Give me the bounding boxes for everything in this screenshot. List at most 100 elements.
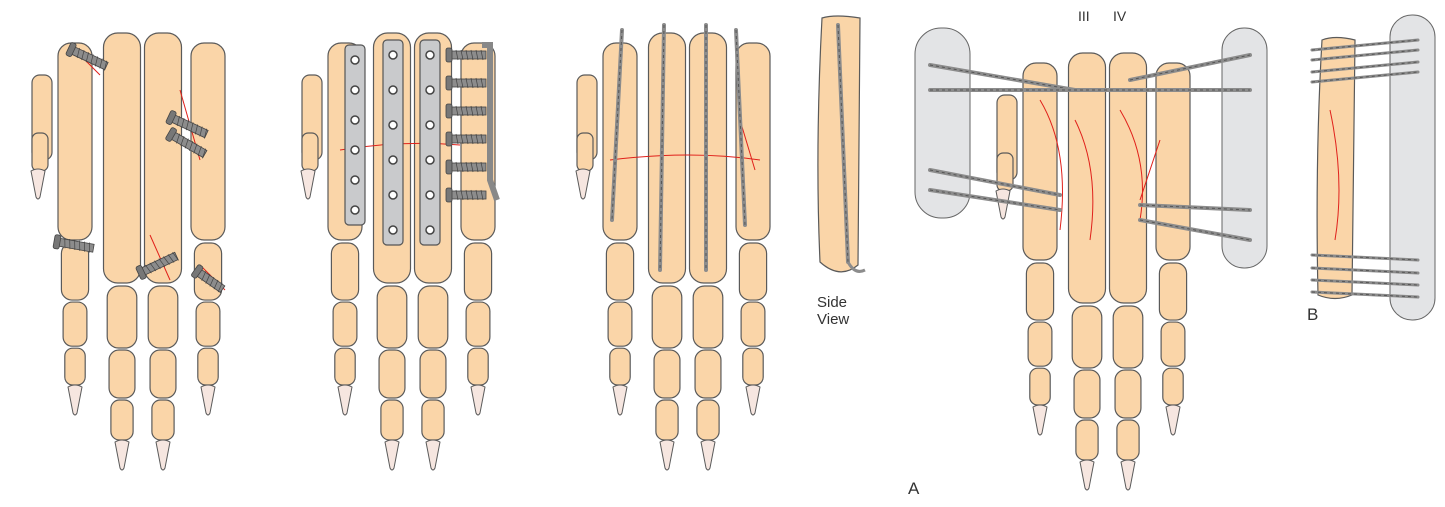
- panel-side-view: [817, 15, 866, 273]
- screw-thread: [465, 189, 469, 201]
- phalanx-bone: [147, 285, 179, 349]
- screw-thread: [460, 189, 464, 201]
- phalanx-bone: [151, 399, 175, 441]
- panel-lag-screws: [30, 32, 226, 471]
- phalanx-bone: [605, 242, 635, 301]
- screw-thread: [74, 239, 76, 251]
- panel-external-fixator-a: [914, 27, 1268, 491]
- plate-screw-hole: [425, 50, 435, 60]
- fracture-line: [1039, 99, 1161, 241]
- phalanx-bone: [149, 349, 177, 399]
- pin-dash: [929, 169, 1061, 196]
- screw-thread: [189, 141, 194, 151]
- phalanx-bone: [378, 349, 406, 399]
- screw-thread: [470, 161, 474, 173]
- screw-thread: [475, 49, 479, 61]
- dewclaw-claw: [995, 188, 1011, 220]
- metacarpal-bone: [143, 32, 183, 284]
- pin: [1310, 253, 1420, 262]
- screw-thread: [480, 77, 484, 89]
- metacarpal-bone: [102, 32, 142, 284]
- dewclaw-claw: [300, 168, 316, 200]
- phalanx-bone: [653, 349, 681, 399]
- screw-head: [445, 103, 453, 119]
- screw-thread: [475, 161, 479, 173]
- pin: [836, 23, 850, 264]
- phalanx-bone: [740, 301, 766, 347]
- plate-screw-hole: [350, 175, 360, 185]
- phalanx-bone: [1073, 369, 1101, 419]
- bone-plate: [382, 39, 404, 246]
- plate-screw-hole: [388, 120, 398, 130]
- screw-head: [165, 110, 177, 125]
- screw-thread: [64, 238, 66, 249]
- claw: [1165, 404, 1181, 436]
- screw-thread: [470, 49, 474, 61]
- pin-dash: [1129, 54, 1251, 81]
- phalanx-bone: [195, 301, 221, 347]
- bone-screw: [445, 159, 487, 175]
- fixator-bar-right: [1221, 27, 1268, 269]
- screw-thread: [81, 50, 85, 61]
- plate-screw-hole: [425, 85, 435, 95]
- screw-thread: [193, 143, 198, 154]
- screw-thread: [455, 49, 459, 61]
- pin-dash: [1139, 219, 1251, 241]
- screw-thread: [480, 133, 484, 145]
- panel-external-fixator-b: [1310, 14, 1436, 321]
- screw-shaft: [449, 190, 487, 200]
- phalanx-bone: [467, 347, 489, 386]
- screw-thread: [465, 133, 469, 145]
- phalanx-bone: [376, 285, 408, 349]
- screw-thread: [475, 77, 479, 89]
- screw-thread: [167, 254, 175, 263]
- screw-head: [135, 265, 147, 280]
- plate-screw-hole: [350, 85, 360, 95]
- metacarpal-bone: [647, 32, 687, 284]
- bone-screw: [65, 42, 109, 71]
- claw: [1032, 404, 1048, 436]
- claw: [200, 384, 216, 416]
- screw-thread: [480, 105, 484, 117]
- fixator-bar-left: [914, 27, 971, 219]
- screw-head: [445, 75, 453, 91]
- bone-screw: [445, 131, 487, 147]
- phalanx-bone: [106, 285, 138, 349]
- phalanx-bone: [1027, 321, 1053, 367]
- metacarpal-bone: [1022, 62, 1058, 261]
- screw-thread: [209, 276, 215, 287]
- screw-thread: [213, 279, 219, 290]
- phalanx-bone: [1071, 305, 1103, 369]
- screw-shaft: [449, 78, 487, 88]
- pin-bend: [846, 261, 866, 273]
- screw-thread: [85, 52, 89, 63]
- phalanx-bone: [465, 301, 491, 347]
- metacarpal-bone: [190, 42, 226, 241]
- phalanx-bone: [332, 301, 358, 347]
- phalanx-bone: [1112, 305, 1144, 369]
- claw: [155, 439, 171, 471]
- digit-iii-label: III: [1078, 8, 1090, 24]
- screw-thread: [176, 115, 180, 126]
- screw-thread: [190, 122, 194, 133]
- screw-thread: [455, 77, 459, 89]
- pin: [1310, 70, 1420, 84]
- screw-thread: [99, 58, 103, 69]
- screw-thread: [149, 262, 157, 272]
- screw-thread: [84, 241, 86, 252]
- screw-head: [445, 47, 453, 63]
- pin-dash: [659, 24, 665, 271]
- screw-thread: [94, 56, 99, 67]
- dewclaw-phalanx: [301, 132, 319, 172]
- screw-thread: [199, 126, 203, 137]
- metacarpal-lateral: [1316, 36, 1356, 300]
- bone-plate: [344, 44, 366, 226]
- fixator-bar: [1389, 14, 1436, 321]
- screw-thread: [460, 49, 464, 61]
- screw-thread: [176, 133, 181, 144]
- plate-screw-hole: [425, 190, 435, 200]
- bone-screw: [445, 187, 487, 203]
- pin: [1310, 48, 1420, 62]
- screw-thread: [180, 136, 185, 146]
- screw-thread: [202, 148, 207, 159]
